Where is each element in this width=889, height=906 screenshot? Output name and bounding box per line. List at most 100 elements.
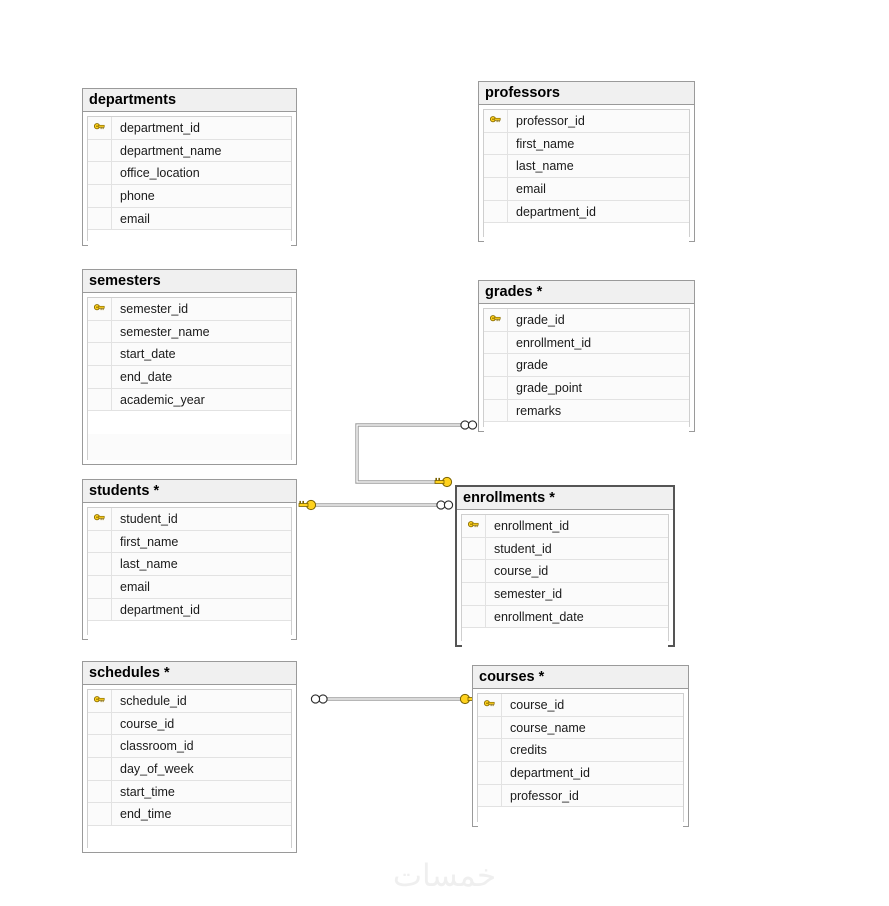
entity-title-professors[interactable]: professors: [479, 82, 694, 105]
attribute-name: department_id: [120, 602, 200, 617]
attribute-row[interactable]: email: [88, 207, 291, 231]
primary-key-icon: [88, 117, 112, 139]
relationship-students-enrollments[interactable]: [298, 499, 454, 511]
attribute-name: department_name: [120, 143, 222, 158]
attribute-row[interactable]: end_time: [88, 803, 291, 827]
entity-title-students[interactable]: students *: [83, 480, 296, 503]
primary-key-icon: [478, 694, 502, 716]
attribute-name: start_time: [120, 784, 175, 799]
primary-key-icon: [484, 110, 508, 132]
entity-title-schedules[interactable]: schedules *: [83, 662, 296, 685]
attribute-row[interactable]: course_id: [88, 712, 291, 736]
attribute-name: semester_name: [120, 324, 210, 339]
attribute-name: enrollment_date: [494, 609, 584, 624]
attribute-row[interactable]: course_id: [478, 694, 683, 717]
attribute-empty-row[interactable]: [462, 628, 668, 652]
attribute-row[interactable]: first_name: [88, 530, 291, 554]
attribute-row[interactable]: start_time: [88, 780, 291, 804]
attribute-row[interactable]: course_id: [462, 560, 668, 584]
attribute-row[interactable]: department_id: [88, 117, 291, 140]
attribute-row[interactable]: semester_id: [88, 298, 291, 321]
attribute-row[interactable]: department_id: [478, 762, 683, 785]
attribute-row[interactable]: email: [484, 178, 689, 201]
attribute-row[interactable]: last_name: [484, 155, 689, 179]
relationship-courses-schedules[interactable]: [310, 693, 478, 705]
attribute-row[interactable]: grade: [484, 354, 689, 378]
attribute-row[interactable]: email: [88, 576, 291, 599]
relationship-enrollments-grades[interactable]: [355, 420, 478, 488]
attribute-row[interactable]: academic_year: [88, 388, 291, 412]
attribute-row[interactable]: remarks: [484, 399, 689, 423]
attribute-row[interactable]: department_id: [484, 200, 689, 224]
entity-title-semesters[interactable]: semesters: [83, 270, 296, 293]
attribute-gutter: [462, 605, 486, 628]
attribute-row[interactable]: professor_id: [484, 110, 689, 133]
attribute-name: first_name: [120, 534, 179, 549]
attribute-name: last_name: [516, 159, 574, 174]
attribute-gutter: [88, 207, 112, 230]
attribute-row[interactable]: semester_id: [462, 583, 668, 606]
attribute-row[interactable]: semester_name: [88, 320, 291, 344]
attribute-row[interactable]: office_location: [88, 162, 291, 186]
attribute-row[interactable]: department_name: [88, 139, 291, 163]
entity-table-semesters[interactable]: semesters semester_id semester_name start_d…: [82, 269, 297, 465]
primary-key-icon: [462, 515, 486, 537]
attribute-empty-row[interactable]: [478, 807, 683, 831]
attribute-name: end_date: [120, 369, 173, 384]
attribute-empty-row[interactable]: [88, 411, 291, 435]
attribute-row[interactable]: credits: [478, 739, 683, 763]
attribute-row[interactable]: course_name: [478, 716, 683, 740]
attribute-row[interactable]: student_id: [88, 508, 291, 531]
attribute-gutter: [88, 576, 112, 598]
attribute-row[interactable]: enrollment_id: [484, 331, 689, 355]
attribute-row[interactable]: enrollment_date: [462, 605, 668, 629]
attribute-row[interactable]: schedule_id: [88, 690, 291, 713]
primary-key-icon: [88, 690, 112, 712]
attribute-row[interactable]: day_of_week: [88, 758, 291, 781]
attribute-gutter: [478, 784, 502, 807]
attribute-row[interactable]: last_name: [88, 553, 291, 577]
attribute-row[interactable]: student_id: [462, 537, 668, 561]
attribute-gutter: [484, 200, 508, 223]
attribute-row[interactable]: enrollment_id: [462, 515, 668, 538]
attribute-gutter: [478, 716, 502, 739]
attribute-row[interactable]: start_date: [88, 343, 291, 367]
entity-title-departments[interactable]: departments: [83, 89, 296, 112]
attribute-row[interactable]: grade_id: [484, 309, 689, 332]
attribute-empty-row[interactable]: [88, 826, 291, 849]
attribute-row[interactable]: phone: [88, 185, 291, 208]
attribute-empty-row[interactable]: [88, 230, 291, 254]
attribute-name: grade_id: [516, 312, 565, 327]
attribute-list-departments: department_id department_name office_locat…: [87, 116, 292, 254]
attribute-row[interactable]: end_date: [88, 366, 291, 389]
entity-title-grades[interactable]: grades *: [479, 281, 694, 304]
attribute-empty-row[interactable]: [484, 422, 689, 446]
attribute-name: department_id: [516, 204, 596, 219]
attribute-name: end_time: [120, 807, 172, 822]
attribute-row[interactable]: department_id: [88, 598, 291, 622]
entity-title-enrollments[interactable]: enrollments *: [457, 487, 673, 510]
attribute-empty-row[interactable]: [88, 621, 291, 645]
attribute-name: email: [120, 211, 150, 226]
entity-title-courses[interactable]: courses *: [473, 666, 688, 689]
attribute-row[interactable]: grade_point: [484, 377, 689, 400]
attribute-gutter: [478, 762, 502, 784]
attribute-row[interactable]: first_name: [484, 132, 689, 156]
attribute-gutter: [462, 628, 486, 651]
attribute-row[interactable]: professor_id: [478, 784, 683, 808]
attribute-gutter: [484, 132, 508, 155]
attribute-row[interactable]: classroom_id: [88, 735, 291, 759]
attribute-empty-row[interactable]: [484, 223, 689, 247]
attribute-gutter: [88, 185, 112, 207]
attribute-gutter: [88, 780, 112, 803]
attribute-gutter: [484, 331, 508, 354]
